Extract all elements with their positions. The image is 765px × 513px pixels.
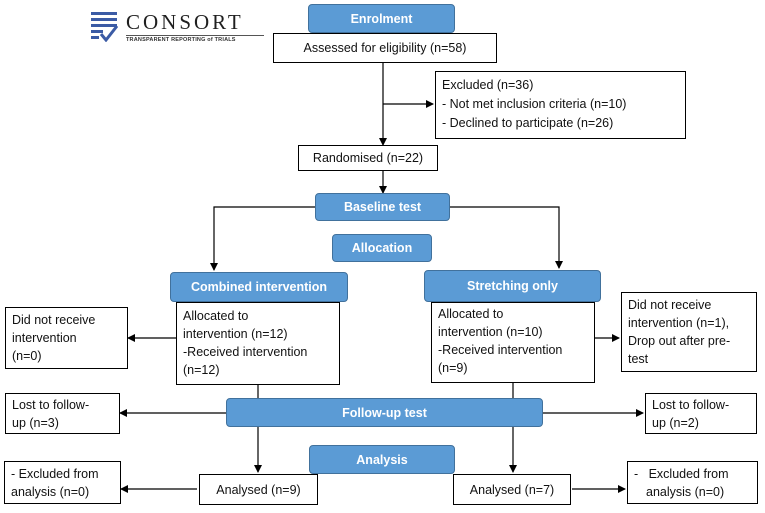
- combined-lost-line-1: Lost to follow-: [12, 398, 90, 412]
- excluded-declined: - Declined to participate (n=26): [442, 116, 614, 130]
- connector-baseline-right: [450, 206, 563, 269]
- consort-logo: CONSORT TRANSPARENT REPORTING of TRIALS: [90, 10, 270, 46]
- assessed-box: Assessed for eligibility (n=58): [273, 33, 497, 63]
- combined-notreceived-box: Did not receive intervention (n=0): [5, 307, 128, 369]
- stage-allocation: Allocation: [332, 234, 432, 262]
- excluded-total: Excluded (n=36): [442, 78, 534, 92]
- combined-alloc-line-3: -Received intervention: [183, 345, 308, 359]
- logo-subtitle: TRANSPARENT REPORTING of TRIALS: [126, 37, 236, 43]
- logo-title: CONSORT: [126, 10, 244, 34]
- stretch-lost-line-1: Lost to follow-: [652, 398, 730, 412]
- excluded-box: Excluded (n=36) - Not met inclusion crit…: [435, 71, 686, 139]
- logo-divider: [126, 35, 264, 36]
- stretch-excluded-analysis-box: - Excluded from analysis (n=0): [627, 461, 758, 504]
- arm-combined-intervention: Combined intervention: [170, 272, 348, 302]
- combined-allocated-box: Allocated to intervention (n=12) -Receiv…: [176, 302, 340, 385]
- stretch-allocated-box: Allocated to intervention (n=10) -Receiv…: [431, 302, 595, 383]
- combined-alloc-line-4: (n=12): [183, 363, 220, 377]
- stretch-alloc-line-2: intervention (n=10): [438, 325, 543, 339]
- stretch-alloc-line-3: -Received intervention: [438, 343, 563, 357]
- arm-stretching-only: Stretching only: [424, 270, 601, 302]
- stretch-notreceived-box: Did not receive intervention (n=1), Drop…: [621, 292, 757, 372]
- stage-followup: Follow-up test: [226, 398, 543, 427]
- stage-analysis: Analysis: [309, 445, 455, 474]
- combined-lost-line-2: up (n=3): [12, 416, 59, 430]
- combined-notreceived-line-3: (n=0): [12, 349, 42, 363]
- excluded-not-met: - Not met inclusion criteria (n=10): [442, 97, 627, 111]
- stretch-notreceived-line-1: Did not receive: [628, 298, 712, 312]
- stretch-notreceived-line-2: intervention (n=1),: [628, 316, 730, 330]
- stage-baseline: Baseline test: [315, 193, 450, 221]
- combined-notreceived-line-1: Did not receive: [12, 313, 96, 327]
- connector-baseline-left: [210, 206, 315, 271]
- stretch-notreceived-line-3: Drop out after pre-: [628, 334, 731, 348]
- stretch-notreceived-line-4: test: [628, 352, 649, 366]
- combined-alloc-line-1: Allocated to: [183, 309, 249, 323]
- stretch-analysed-box: Analysed (n=7): [453, 474, 571, 505]
- stretch-lost-box: Lost to follow- up (n=2): [645, 393, 757, 434]
- stretch-excl-analysis-line-2: analysis (n=0): [646, 485, 725, 499]
- combined-notreceived-line-2: intervention: [12, 331, 77, 345]
- randomised-box: Randomised (n=22): [298, 145, 438, 171]
- stretch-excl-analysis-line-1: - Excluded from: [634, 467, 729, 481]
- combined-lost-box: Lost to follow- up (n=3): [5, 393, 120, 434]
- combined-excluded-analysis-box: - Excluded from analysis (n=0): [4, 461, 121, 504]
- consort-check-icon: [91, 12, 118, 42]
- stage-enrolment: Enrolment: [308, 4, 455, 33]
- stretch-lost-line-2: up (n=2): [652, 416, 699, 430]
- combined-analysed-box: Analysed (n=9): [199, 474, 318, 505]
- combined-excl-analysis-line-2: analysis (n=0): [11, 485, 90, 499]
- stretch-alloc-line-1: Allocated to: [438, 307, 504, 321]
- stretch-alloc-line-4: (n=9): [438, 361, 468, 375]
- combined-alloc-line-2: intervention (n=12): [183, 327, 288, 341]
- combined-excl-analysis-line-1: - Excluded from: [11, 467, 99, 481]
